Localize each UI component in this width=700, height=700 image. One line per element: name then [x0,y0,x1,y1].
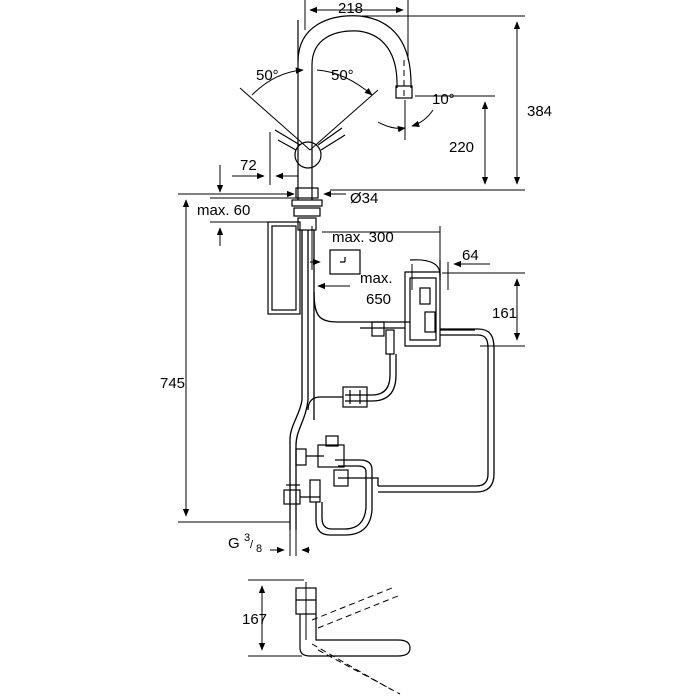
angle-left-label: 50° [256,67,279,84]
angle-valve [283,489,301,505]
dim-161: 161 [442,272,525,347]
dim-64-label: 64 [462,247,479,264]
thread-numerator: 3 [244,532,250,544]
handle-left [274,129,301,146]
valve-unit [404,271,441,347]
dim-161-label: 161 [492,305,517,322]
dim-745-label: 745 [160,375,185,392]
handle-hub [294,141,322,169]
thread-spec: G 3 / 8 [228,530,310,556]
sensor-module [329,249,361,275]
base-nut [295,187,319,199]
supply-valves [283,435,379,536]
dim-max60: max. 60 [197,165,300,246]
dim-64: 64 [411,247,490,290]
control-box [267,221,495,493]
dim-72-label: 72 [240,157,257,174]
handle-right [317,127,343,146]
dim-max60-label: max. 60 [197,202,250,219]
dim-dia34: Ø34 [284,190,378,207]
dim-167-label: 167 [242,611,267,628]
dim-745: 745 [160,193,290,523]
thread-denominator: 8 [256,543,262,555]
angle-right-label: 50° [331,67,354,84]
faucet-body [274,15,413,505]
dim-max300-label: max. 300 [332,229,394,246]
svg-text:/: / [250,539,254,551]
dim-max650-label-a: max. [360,270,393,287]
dim-220-label: 220 [449,139,474,156]
filter-body [342,386,368,408]
dim-220: 220 [415,95,495,185]
dim-384: 384 [330,15,552,191]
angle-spout-label: 10° [432,91,455,108]
dim-max650: max. 650 [317,270,393,308]
spout-angle [377,100,434,140]
dim-72: 72 [232,132,298,185]
handle-angle-rays [239,67,379,151]
dim-dia34-label: Ø34 [350,190,378,207]
thread-g-label: G [228,535,240,552]
top-view: 167 [242,579,411,695]
dim-max300: max. 300 [310,226,441,270]
inline-filter [307,354,397,411]
dim-max650-label-b: 650 [366,291,391,308]
spray-head [395,85,413,99]
dim-384-label: 384 [527,103,552,120]
spout-arc [297,15,412,89]
dim-218: 218 [304,0,409,60]
dim-218-label: 218 [338,0,363,17]
